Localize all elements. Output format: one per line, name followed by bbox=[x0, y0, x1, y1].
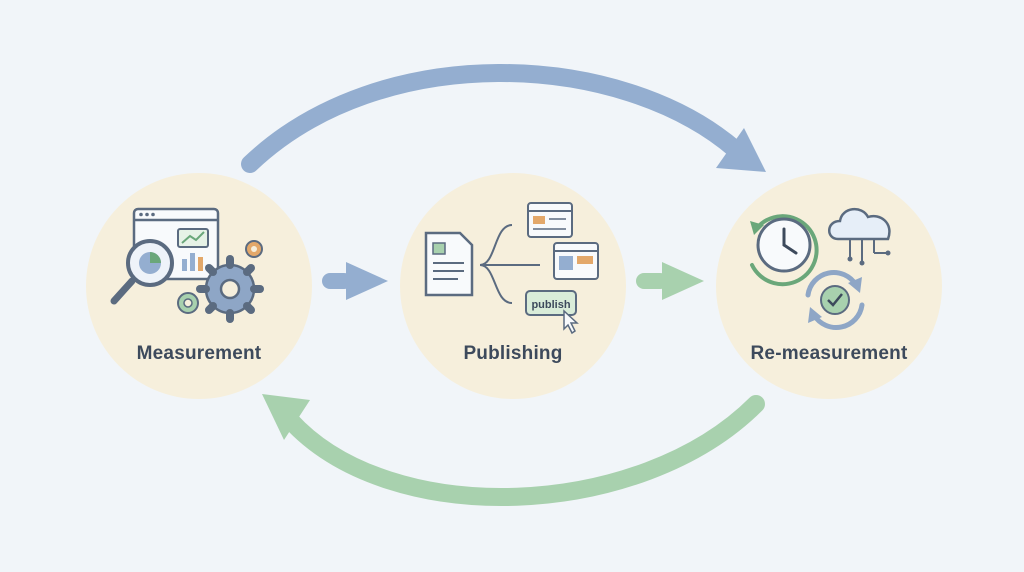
measurement-to-publishing-arrow bbox=[322, 262, 388, 300]
node-label-measurement: Measurement bbox=[136, 343, 262, 364]
publishing-icons: publish bbox=[424, 202, 599, 335]
remeasurement-icons bbox=[750, 208, 891, 330]
tiny-gear-icon bbox=[245, 240, 263, 258]
bottom-loop-arrow bbox=[281, 395, 765, 506]
publish-button-icon: publish bbox=[525, 290, 577, 316]
top-loop-arrowhead bbox=[716, 128, 766, 172]
node-remeasurement: Re-measurement bbox=[716, 173, 942, 399]
pie-chart-icon bbox=[139, 252, 161, 274]
web-page-icon-2 bbox=[553, 242, 599, 280]
cloud-network-icon bbox=[828, 208, 891, 266]
gear-icon bbox=[196, 255, 264, 323]
branch-arrows-icon bbox=[479, 224, 540, 304]
check-cycle-icon bbox=[805, 270, 865, 330]
publishing-to-remeasurement-arrow bbox=[636, 262, 704, 300]
node-publishing: publish Publishing bbox=[400, 173, 626, 399]
web-page-icon bbox=[527, 202, 573, 238]
document-icon bbox=[424, 231, 474, 297]
small-gear-icon bbox=[177, 292, 199, 314]
bottom-loop-arrowhead bbox=[262, 394, 310, 440]
measurement-icons bbox=[110, 207, 264, 323]
node-label-publishing: Publishing bbox=[463, 343, 563, 364]
publish-button-label: publish bbox=[531, 299, 570, 311]
node-measurement: Measurement bbox=[86, 173, 312, 399]
node-label-remeasurement: Re-measurement bbox=[750, 343, 908, 364]
cursor-icon bbox=[563, 309, 579, 335]
clock-refresh-icon bbox=[750, 214, 819, 287]
top-loop-arrow bbox=[241, 64, 745, 173]
